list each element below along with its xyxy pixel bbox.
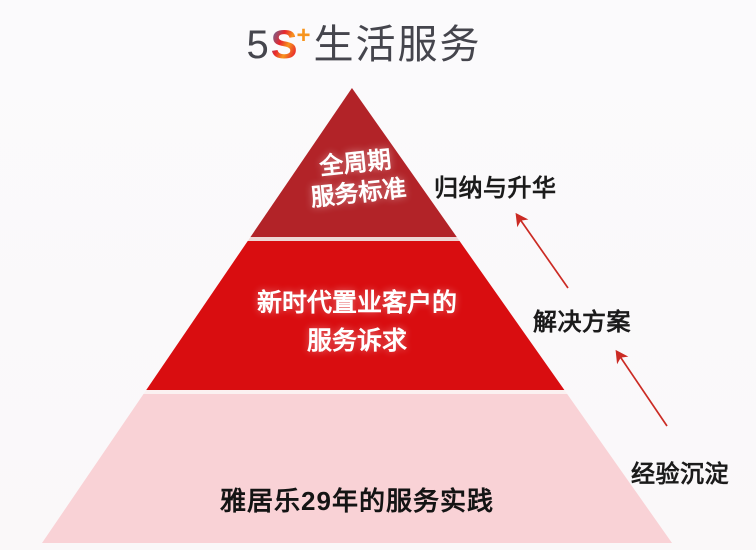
- tier-middle-label-line2: 服务诉求: [306, 327, 407, 355]
- pyramid-tier-bottom: [42, 394, 672, 543]
- tier-separator-2: [42, 390, 672, 394]
- tier-middle-label-line1: 新时代置业客户的: [256, 289, 457, 317]
- logo-digit: 5: [246, 23, 270, 67]
- arrow-experience-to-solution: [615, 349, 668, 427]
- annotation-summation: 归纳与升华: [434, 175, 557, 202]
- annotation-experience: 经验沉淀: [631, 461, 729, 488]
- brand-logo: 5S+生活服务: [0, 12, 742, 70]
- tier-separator-1: [42, 237, 672, 241]
- annotation-solution: 解决方案: [533, 309, 631, 336]
- tier-bottom-label: 雅居乐29年的服务实践: [42, 485, 672, 517]
- logo-plus-sign: +: [296, 22, 312, 49]
- arrow-solution-to-summation: [515, 212, 569, 289]
- logo-wordmark: 生活服务: [313, 23, 482, 67]
- tier-bottom-label-line1: 雅居乐29年的服务实践: [220, 486, 494, 516]
- logo-letter-s: S: [270, 23, 299, 67]
- tier-middle-label: 新时代置业客户的 服务诉求: [42, 284, 672, 360]
